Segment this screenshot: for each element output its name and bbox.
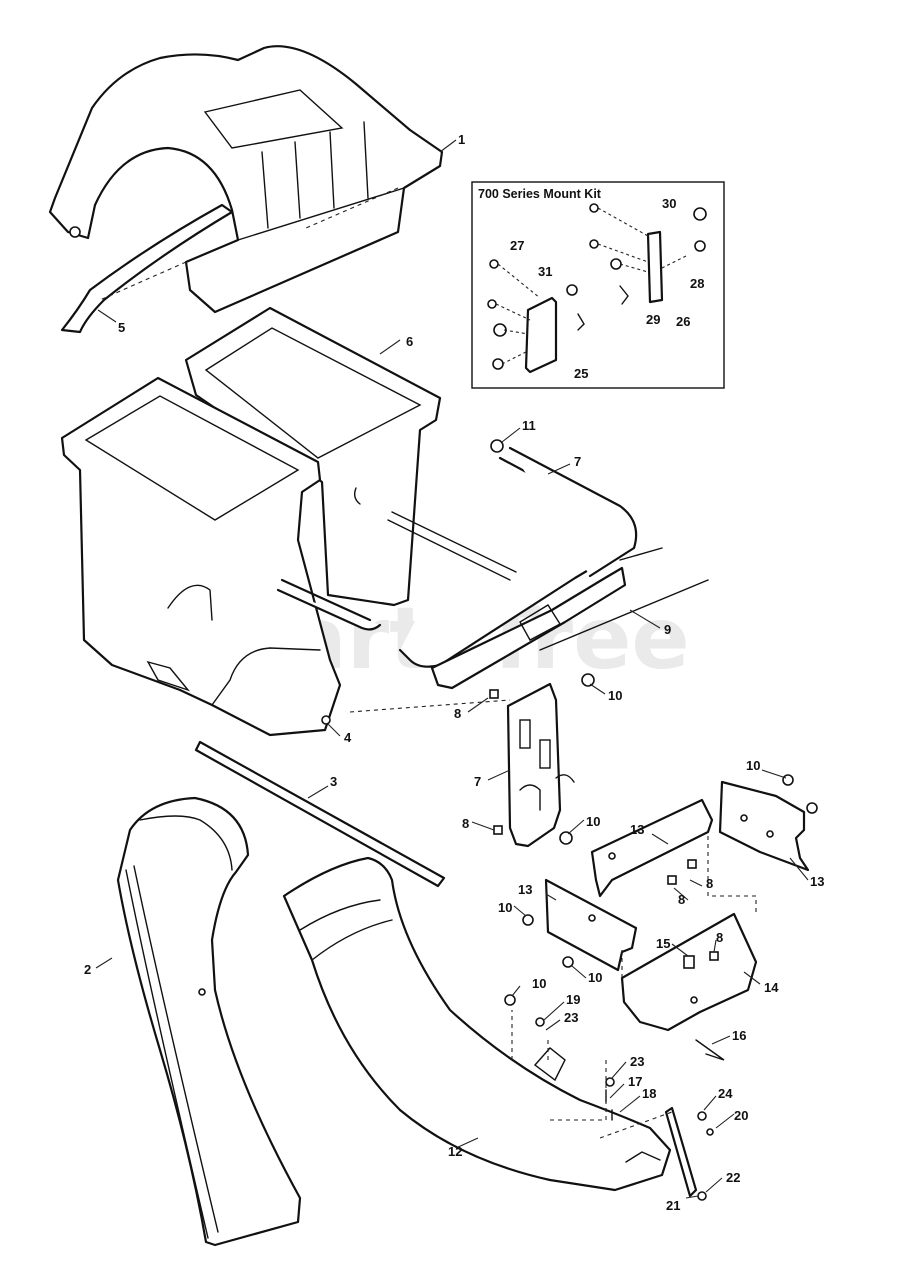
callout-6: 6: [406, 334, 413, 349]
callout-10-f: 10: [532, 976, 546, 991]
callout-14: 14: [764, 980, 779, 995]
callout-7-frame: 7: [574, 454, 581, 469]
callout-23-a: 23: [564, 1010, 578, 1025]
callout-22: 22: [726, 1170, 740, 1185]
callout-2: 2: [84, 962, 91, 977]
mount-kit-box: 700 Series Mount Kit: [471, 181, 725, 389]
callout-labels: 1 5 6 11 7 9 10 8 4 7 3 10 13 10 8 13 8 …: [84, 132, 824, 1213]
callout-10-c: 10: [586, 814, 600, 829]
callout-10-b: 10: [746, 758, 760, 773]
callout-31: 31: [538, 264, 552, 279]
callout-26: 26: [676, 314, 690, 329]
callout-12: 12: [448, 1144, 462, 1159]
part-7-frame[interactable]: [276, 439, 638, 668]
callout-8-a: 8: [454, 706, 461, 721]
callout-15: 15: [656, 936, 670, 951]
callout-13-a: 13: [630, 822, 644, 837]
callout-13-b: 13: [810, 874, 824, 889]
callout-20: 20: [734, 1108, 748, 1123]
callout-7-plate: 7: [474, 774, 481, 789]
callout-3: 3: [330, 774, 337, 789]
part-7-hitch-plate[interactable]: [506, 682, 575, 848]
callout-8-c: 8: [706, 876, 713, 891]
part-3-rod[interactable]: [194, 740, 446, 888]
callout-18: 18: [642, 1086, 656, 1101]
leader-lines: [95, 139, 809, 1199]
part-6-bags[interactable]: [60, 306, 442, 737]
callout-8-b: 8: [462, 816, 469, 831]
part-13-bracket-left[interactable]: [544, 878, 638, 972]
callout-24: 24: [718, 1086, 733, 1101]
mount-kit-title: 700 Series Mount Kit: [478, 187, 602, 201]
callout-21: 21: [666, 1198, 680, 1213]
callout-10-e: 10: [588, 970, 602, 985]
part-2-chute[interactable]: [116, 796, 302, 1247]
callout-11: 11: [522, 418, 536, 433]
callout-1: 1: [458, 132, 465, 147]
callout-23-b: 23: [630, 1054, 644, 1069]
part-5-deflector[interactable]: [60, 203, 234, 334]
callout-27: 27: [510, 238, 524, 253]
callout-9: 9: [664, 622, 671, 637]
callout-8-e: 8: [716, 930, 723, 945]
part-14-base[interactable]: [620, 912, 758, 1032]
callout-13-c: 13: [518, 882, 532, 897]
callout-17: 17: [628, 1074, 642, 1089]
callout-10-a: 10: [608, 688, 622, 703]
callout-16: 16: [732, 1028, 746, 1043]
part-13-bracket-upper[interactable]: [590, 798, 714, 898]
callout-19: 19: [566, 992, 580, 1007]
callout-4: 4: [344, 730, 352, 745]
part-1-cover[interactable]: [48, 45, 444, 314]
callout-28: 28: [690, 276, 704, 291]
callout-29: 29: [646, 312, 660, 327]
part-9-bracket[interactable]: [430, 547, 709, 690]
part-12-lower-chute[interactable]: [282, 856, 672, 1192]
callout-30: 30: [662, 196, 676, 211]
callout-8-d: 8: [678, 892, 685, 907]
part-13-bracket-right[interactable]: [718, 780, 810, 872]
callout-5: 5: [118, 320, 125, 335]
callout-10-d: 10: [498, 900, 512, 915]
callout-25: 25: [574, 366, 588, 381]
